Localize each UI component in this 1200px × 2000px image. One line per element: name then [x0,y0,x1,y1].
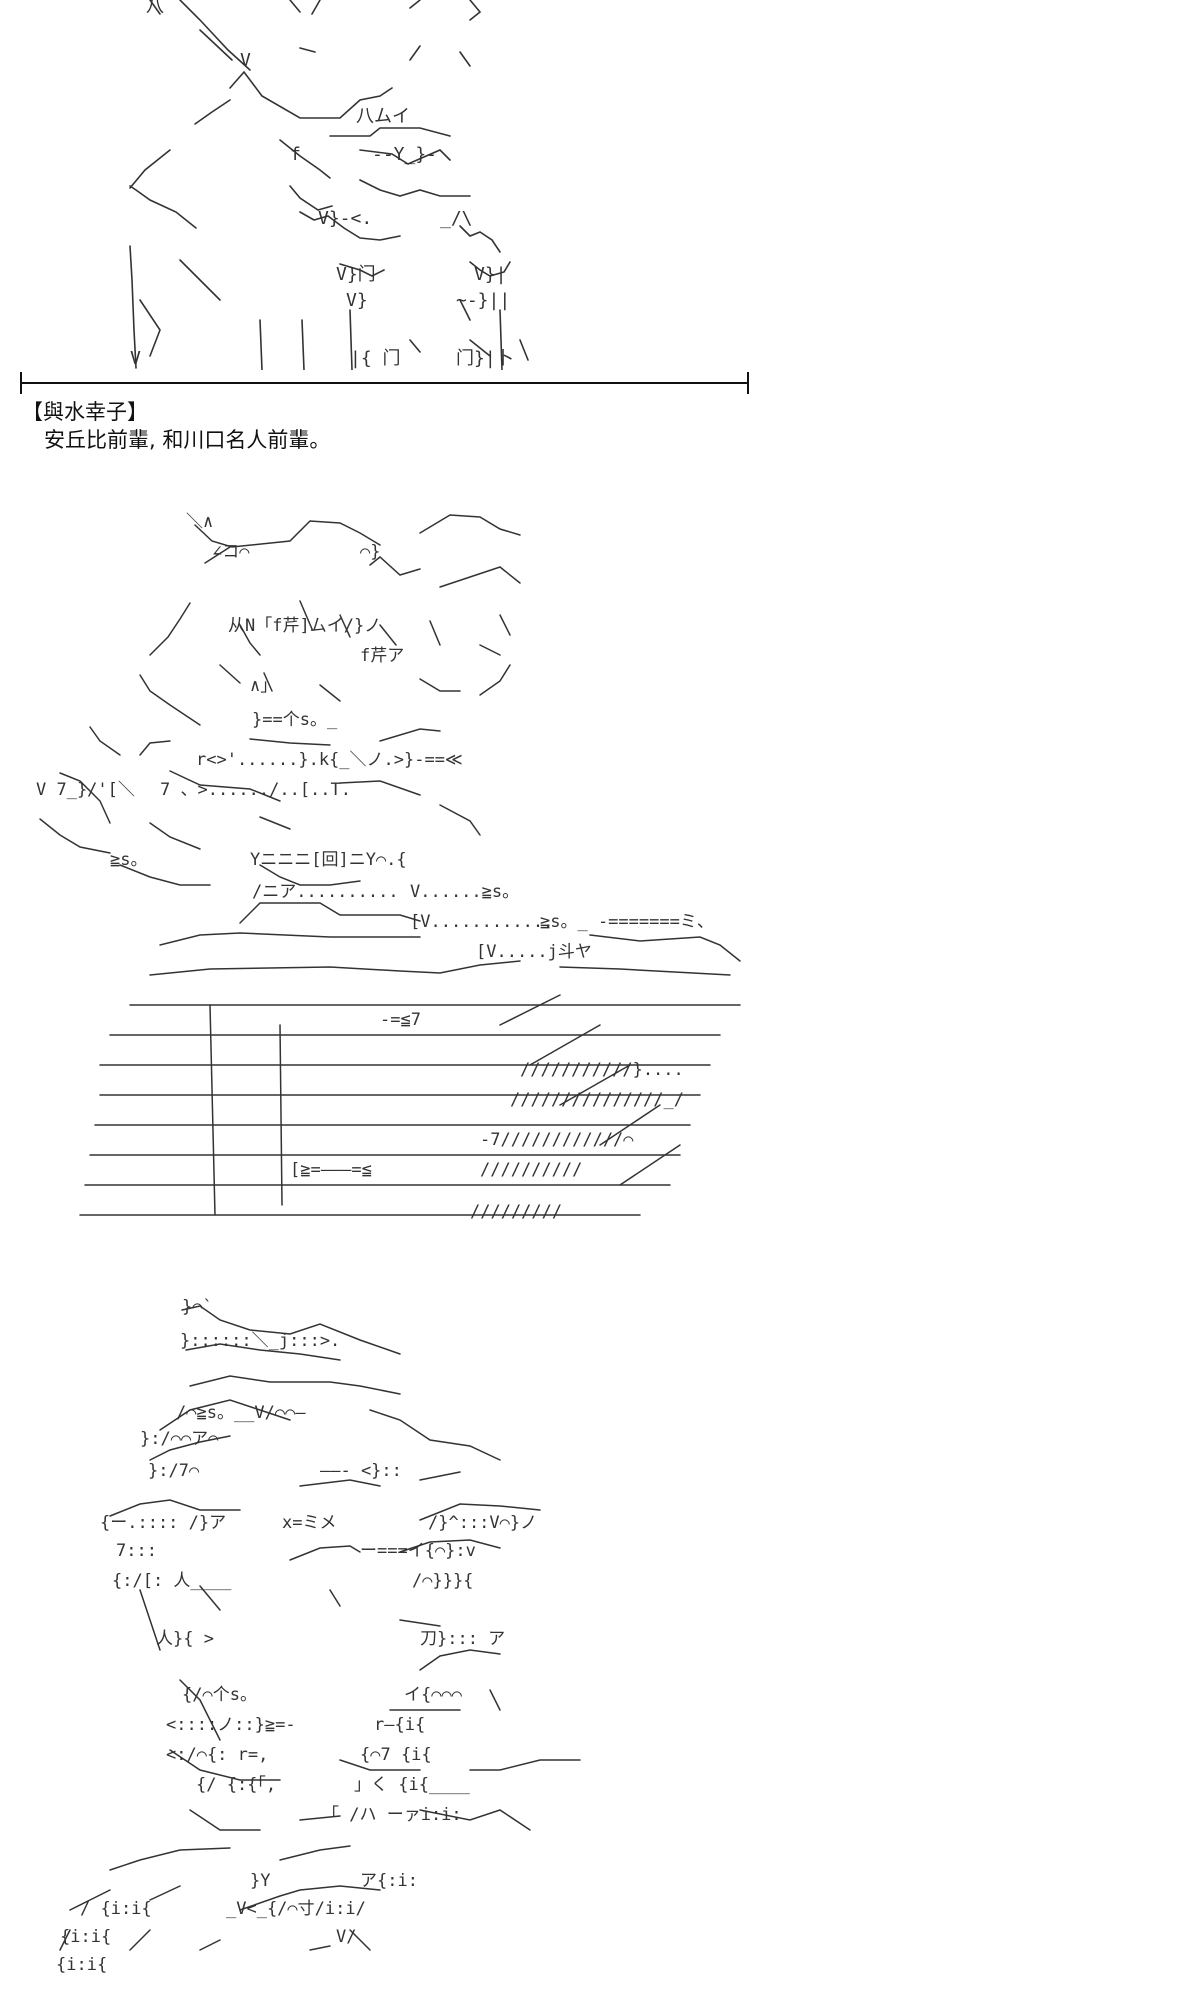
dialogue-line: 安丘比前輩, 和川口名人前輩。 [44,428,331,452]
svg-text:r—{i{: r—{i{ [374,1715,425,1735]
svg-text:从N「f芹]ムイ/}ノ: 从N「f芹]ムイ/}ノ [228,616,381,636]
svg-text:V: V [240,50,251,71]
svg-text:≧s。_ -=======ミ、: ≧s。_ -=======ミ、 [540,912,714,932]
dialogue-block: 【與水幸子】 安丘比前輩, 和川口名人前輩。 [22,398,722,454]
svg-text:_/\: _/\ [440,208,473,229]
svg-text:∠コ⌒: ∠コ⌒ [212,542,250,562]
svg-text:}:/7⌒: }:/7⌒ [148,1461,200,1481]
divider-tick-left [20,372,22,394]
svg-text:/ {i:i{: / {i:i{ [80,1899,152,1919]
svg-text:///////////////_/: ///////////////_/ [510,1090,684,1110]
svg-text:——- <}::: ——- <}:: [320,1461,402,1481]
svg-text:}⌒`: }⌒` [182,1297,213,1317]
svg-text:V}门: V}门 [336,264,376,285]
svg-text://///////: ///////// [470,1202,562,1222]
svg-text:<::::ノ::}≧=-: <::::ノ::}≧=- [166,1715,296,1735]
svg-text:∧」: ∧」 [250,676,277,696]
svg-text:/ニア..........: /ニア.......... [252,882,399,902]
svg-text:＼∧: ＼∧ [186,512,213,532]
svg-text:7:::: 7::: [116,1541,157,1561]
svg-text:~-}||: ~-}|| [456,290,510,311]
svg-text:{⌒7 {i{: {⌒7 {i{ [360,1745,432,1765]
svg-text:ー===イ{⌒}:v: ー===イ{⌒}:v [360,1541,476,1561]
svg-text:イ{⌒⌒⌒: イ{⌒⌒⌒ [404,1685,463,1705]
ascii-art-bottom: }⌒` }::::::＼_j:::>. /⌒≧s。__V/⌒⌒— }:/⌒⌒ア⌒… [0,1290,1200,1980]
svg-text:{:/[: 人____: {:/[: 人____ [112,1571,232,1591]
svg-text:「 /ハ ーァi:i:: 「 /ハ ーァi:i: [322,1805,462,1825]
svg-text:V}: V} [346,290,368,311]
svg-text:V: V [130,348,141,369]
svg-text:⌒}: ⌒} [360,542,380,562]
svg-text:-=≦7: -=≦7 [380,1010,421,1030]
speaker-name: 【與水幸子】 [22,400,148,424]
svg-text:V......≧s。: V......≧s。 [410,882,519,902]
svg-text:}:/⌒⌒ア⌒: }:/⌒⌒ア⌒ [140,1429,219,1449]
svg-text:V 7_}/'[＼: V 7_}/'[＼ [36,780,135,800]
svg-text:/}^:::V⌒}ノ: /}^:::V⌒}ノ [428,1513,537,1533]
ascii-art-middle: ＼∧ ∠コ⌒ ⌒} 从N「f芹]ムイ/}ノ f芹ア ∧」 }==个s。_ r<>… [0,505,1200,1235]
svg-text:{i:i{: {i:i{ [56,1955,107,1975]
svg-text:{/⌒个s。: {/⌒个s。 [182,1685,257,1705]
svg-text:7 、>....../..[..T.: 7 、>....../..[..T. [160,780,351,800]
ascii-art-top: 八 V 八ムイ f --Y_}- V}-<. _/\ V}门 V}| V} ~-… [0,0,1200,370]
svg-text:V/: V/ [336,1927,356,1947]
svg-text:{i:i{: {i:i{ [60,1927,111,1947]
svg-text:}==个s。_: }==个s。_ [252,710,338,730]
svg-text:[V............: [V............ [410,912,553,932]
svg-text:刀}::: ア: 刀}::: ア [420,1629,505,1649]
svg-text:[≧=———=≦: [≧=———=≦ [290,1160,372,1180]
svg-text:八: 八 [146,0,164,17]
svg-text:}::::::＼_j:::>.: }::::::＼_j:::>. [180,1331,340,1351]
section-divider [12,372,757,394]
svg-text://////////: ////////// [480,1160,582,1180]
svg-text:{/ {:{「,: {/ {:{「, [196,1775,276,1795]
svg-text:_V<_{/⌒寸/i:i/: _V<_{/⌒寸/i:i/ [226,1899,366,1919]
svg-text:ア{:i:: ア{:i: [360,1871,418,1891]
svg-text:x=ミメ: x=ミメ [282,1513,336,1533]
svg-text:|{ 门: |{ 门 [350,348,401,369]
svg-text:[V.....j斗ヤ: [V.....j斗ヤ [476,942,592,962]
svg-text:--Y_}-: --Y_}- [372,144,437,165]
divider-line [20,382,749,384]
svg-text:」く {i{____: 」く {i{____ [354,1775,471,1795]
divider-tick-right [747,372,749,394]
svg-text:{ー.:::: /}ア: {ー.:::: /}ア [100,1513,226,1533]
svg-text:f: f [290,144,301,165]
svg-text:Yニニニ[回]ニY⌒.{: Yニニニ[回]ニY⌒.{ [250,850,407,870]
svg-text:/⌒}}}{: /⌒}}}{ [412,1571,473,1591]
svg-text:八ムイ: 八ムイ [356,106,410,127]
svg-text:V}|: V}| [474,264,507,285]
svg-text:-7////////////⌒: -7////////////⌒ [480,1130,634,1150]
svg-text:///////////}....: ///////////}.... [520,1060,684,1080]
svg-text:门}|卜: 门}|卜 [456,348,514,369]
svg-text:f芹ア: f芹ア [360,646,404,666]
svg-text:<:/⌒{: r=,: <:/⌒{: r=, [166,1745,268,1765]
svg-text:人}{ >: 人}{ > [156,1629,214,1649]
svg-text:V}-<.: V}-<. [318,208,372,229]
svg-text:r<>'......}.k{_＼ノ.>}-==≪: r<>'......}.k{_＼ノ.>}-==≪ [196,750,463,770]
svg-text:}Y: }Y [250,1871,270,1891]
svg-text:≧s。: ≧s。 [110,850,147,870]
svg-text:/⌒≧s。__V/⌒⌒—: /⌒≧s。__V/⌒⌒— [176,1403,306,1423]
